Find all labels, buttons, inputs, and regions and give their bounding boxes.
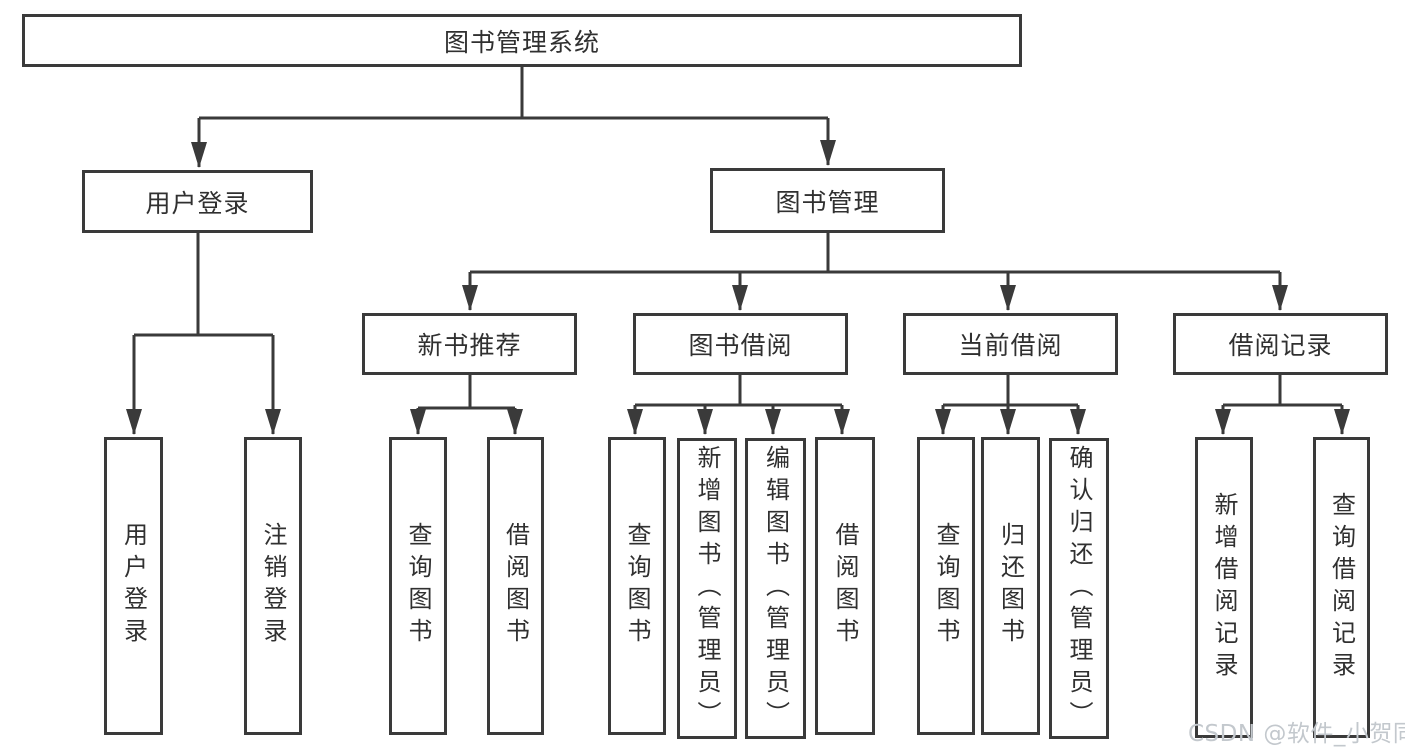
leaf-newbook-borrow: 借阅图书 [487,437,544,735]
node-user-login: 用户登录 [82,170,313,233]
leaf-current-confirm-admin: 确认归还（管理员） [1049,438,1109,739]
node-root: 图书管理系统 [22,14,1022,67]
node-current-borrow: 当前借阅 [903,313,1118,375]
leaf-borrow-query: 查询图书 [608,437,666,735]
leaf-user-login: 用户登录 [104,437,163,735]
leaf-borrow-edit-admin: 编辑图书（管理员） [745,438,806,739]
leaf-borrow-add-admin: 新增图书（管理员） [677,438,737,739]
watermark: CSDN @软件_小贺同学 [1188,721,1405,747]
node-borrow-record: 借阅记录 [1173,313,1388,375]
leaf-logout: 注销登录 [244,437,302,735]
node-new-book-recommend: 新书推荐 [362,313,577,375]
node-book-borrow: 图书借阅 [633,313,848,375]
leaf-record-add: 新增借阅记录 [1195,437,1253,738]
leaf-record-query: 查询借阅记录 [1313,437,1370,738]
leaf-newbook-query: 查询图书 [389,437,447,735]
node-book-management: 图书管理 [710,168,945,233]
leaf-current-query: 查询图书 [917,437,975,735]
leaf-borrow-borrow: 借阅图书 [815,437,875,735]
leaf-current-return: 归还图书 [981,437,1040,735]
